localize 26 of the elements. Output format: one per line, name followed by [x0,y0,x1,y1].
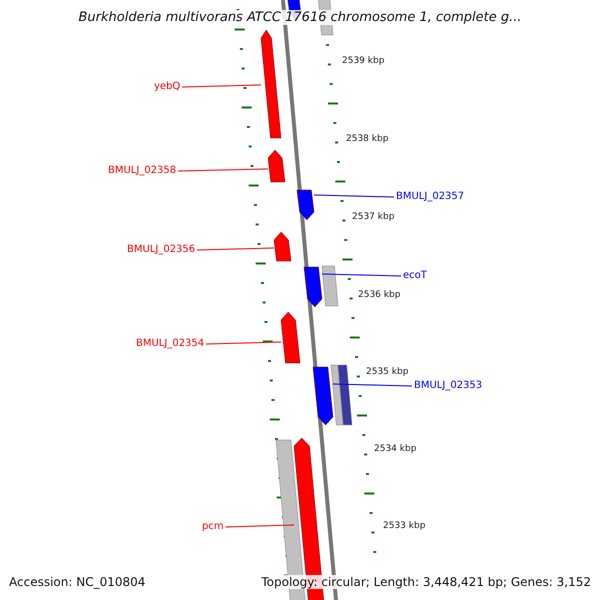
gene-label: BMULJ_02354 [136,338,204,350]
scale-label: 2537 kbp [352,211,394,223]
leader-line [196,248,274,250]
gene-label: BMULJ_02353 [414,380,482,392]
leader-line [178,168,268,172]
footer-note: Topology: circular; Length: 3,448,421 bp; Genes: 3,152 [261,575,591,589]
leader-line [314,194,394,198]
scale-label: 2535 kbp [366,366,408,378]
scale-label: 2534 kbp [374,443,416,455]
leader-line [225,524,294,528]
scale-label: 2538 kbp [346,133,388,145]
gene-label: pcm [202,521,224,533]
scale-label: 2536 kbp [358,289,400,301]
gene-label: BMULJ_02358 [108,165,176,177]
leader-line [182,84,262,88]
scale-label: 2533 kbp [383,520,426,532]
leader-line [322,274,402,276]
leader-line [332,384,412,386]
gene-label: yebQ [154,81,180,93]
map-title: Burkholderia multivorans ATCC 17616 chromosome 1, complete g... [78,10,522,25]
gene-label: ecoT [403,270,427,282]
gene-label: BMULJ_02357 [396,191,464,203]
scale-label: 2539 kbp [342,55,384,67]
gene-label: BMULJ_02356 [127,244,196,256]
footer-note: Accession: NC_010804 [9,575,146,589]
leader-line [206,342,282,344]
